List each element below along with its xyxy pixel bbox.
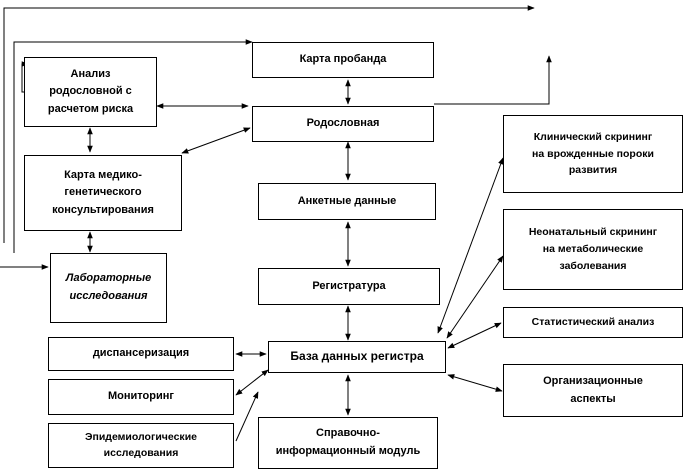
box-karta-mediko-geneticheskogo: Карта медико- генетического консультиров… — [24, 155, 182, 231]
box-organizacionnye-aspekty: Организационные аспекты — [503, 364, 683, 417]
route-outer-to-top — [3, 5, 535, 243]
box-laboratornye-issledovaniya: Лабораторные исследования — [50, 253, 167, 323]
box-analiz-rodoslovnoy: Анализ родословной с расчетом риска — [24, 57, 157, 127]
box-klinicheskiy-skrining: Клинический скрининг на врожденные порок… — [503, 115, 683, 193]
arrow-epid-spravochno — [235, 391, 259, 442]
route-to-karta-probanda — [13, 39, 253, 253]
box-baza-dannyh-registra: База данных регистра — [268, 341, 446, 373]
arrow-baza-klinicheskiy — [437, 157, 504, 334]
box-neonatalnyy-skrining: Неонатальный скрининг на метаболические … — [503, 209, 683, 290]
box-spravochno-informacionnyy: Справочно- информационный модуль — [258, 417, 438, 469]
route-rodoslovnaya-right — [434, 55, 552, 105]
arrow-baza-organizacionnye — [447, 374, 503, 392]
box-karta-probanda: Карта пробанда — [252, 42, 434, 78]
box-registratura: Регистратура — [258, 268, 440, 305]
arrow-monitoring-baza — [235, 369, 269, 396]
box-rodoslovnaya: Родословная — [252, 106, 434, 142]
box-anketnye-dannye: Анкетные данные — [258, 183, 436, 220]
box-monitoring: Мониторинг — [48, 379, 234, 415]
box-epidemiologicheskie: Эпидемиологические исследования — [48, 423, 234, 468]
box-statisticheskiy-analiz: Статистический анализ — [503, 307, 683, 338]
arrow-karta-mgk-rodoslovnaya — [181, 127, 251, 154]
arrow-baza-statisticheskiy — [447, 322, 502, 349]
box-dispanserizaciya: диспансеризация — [48, 337, 234, 371]
